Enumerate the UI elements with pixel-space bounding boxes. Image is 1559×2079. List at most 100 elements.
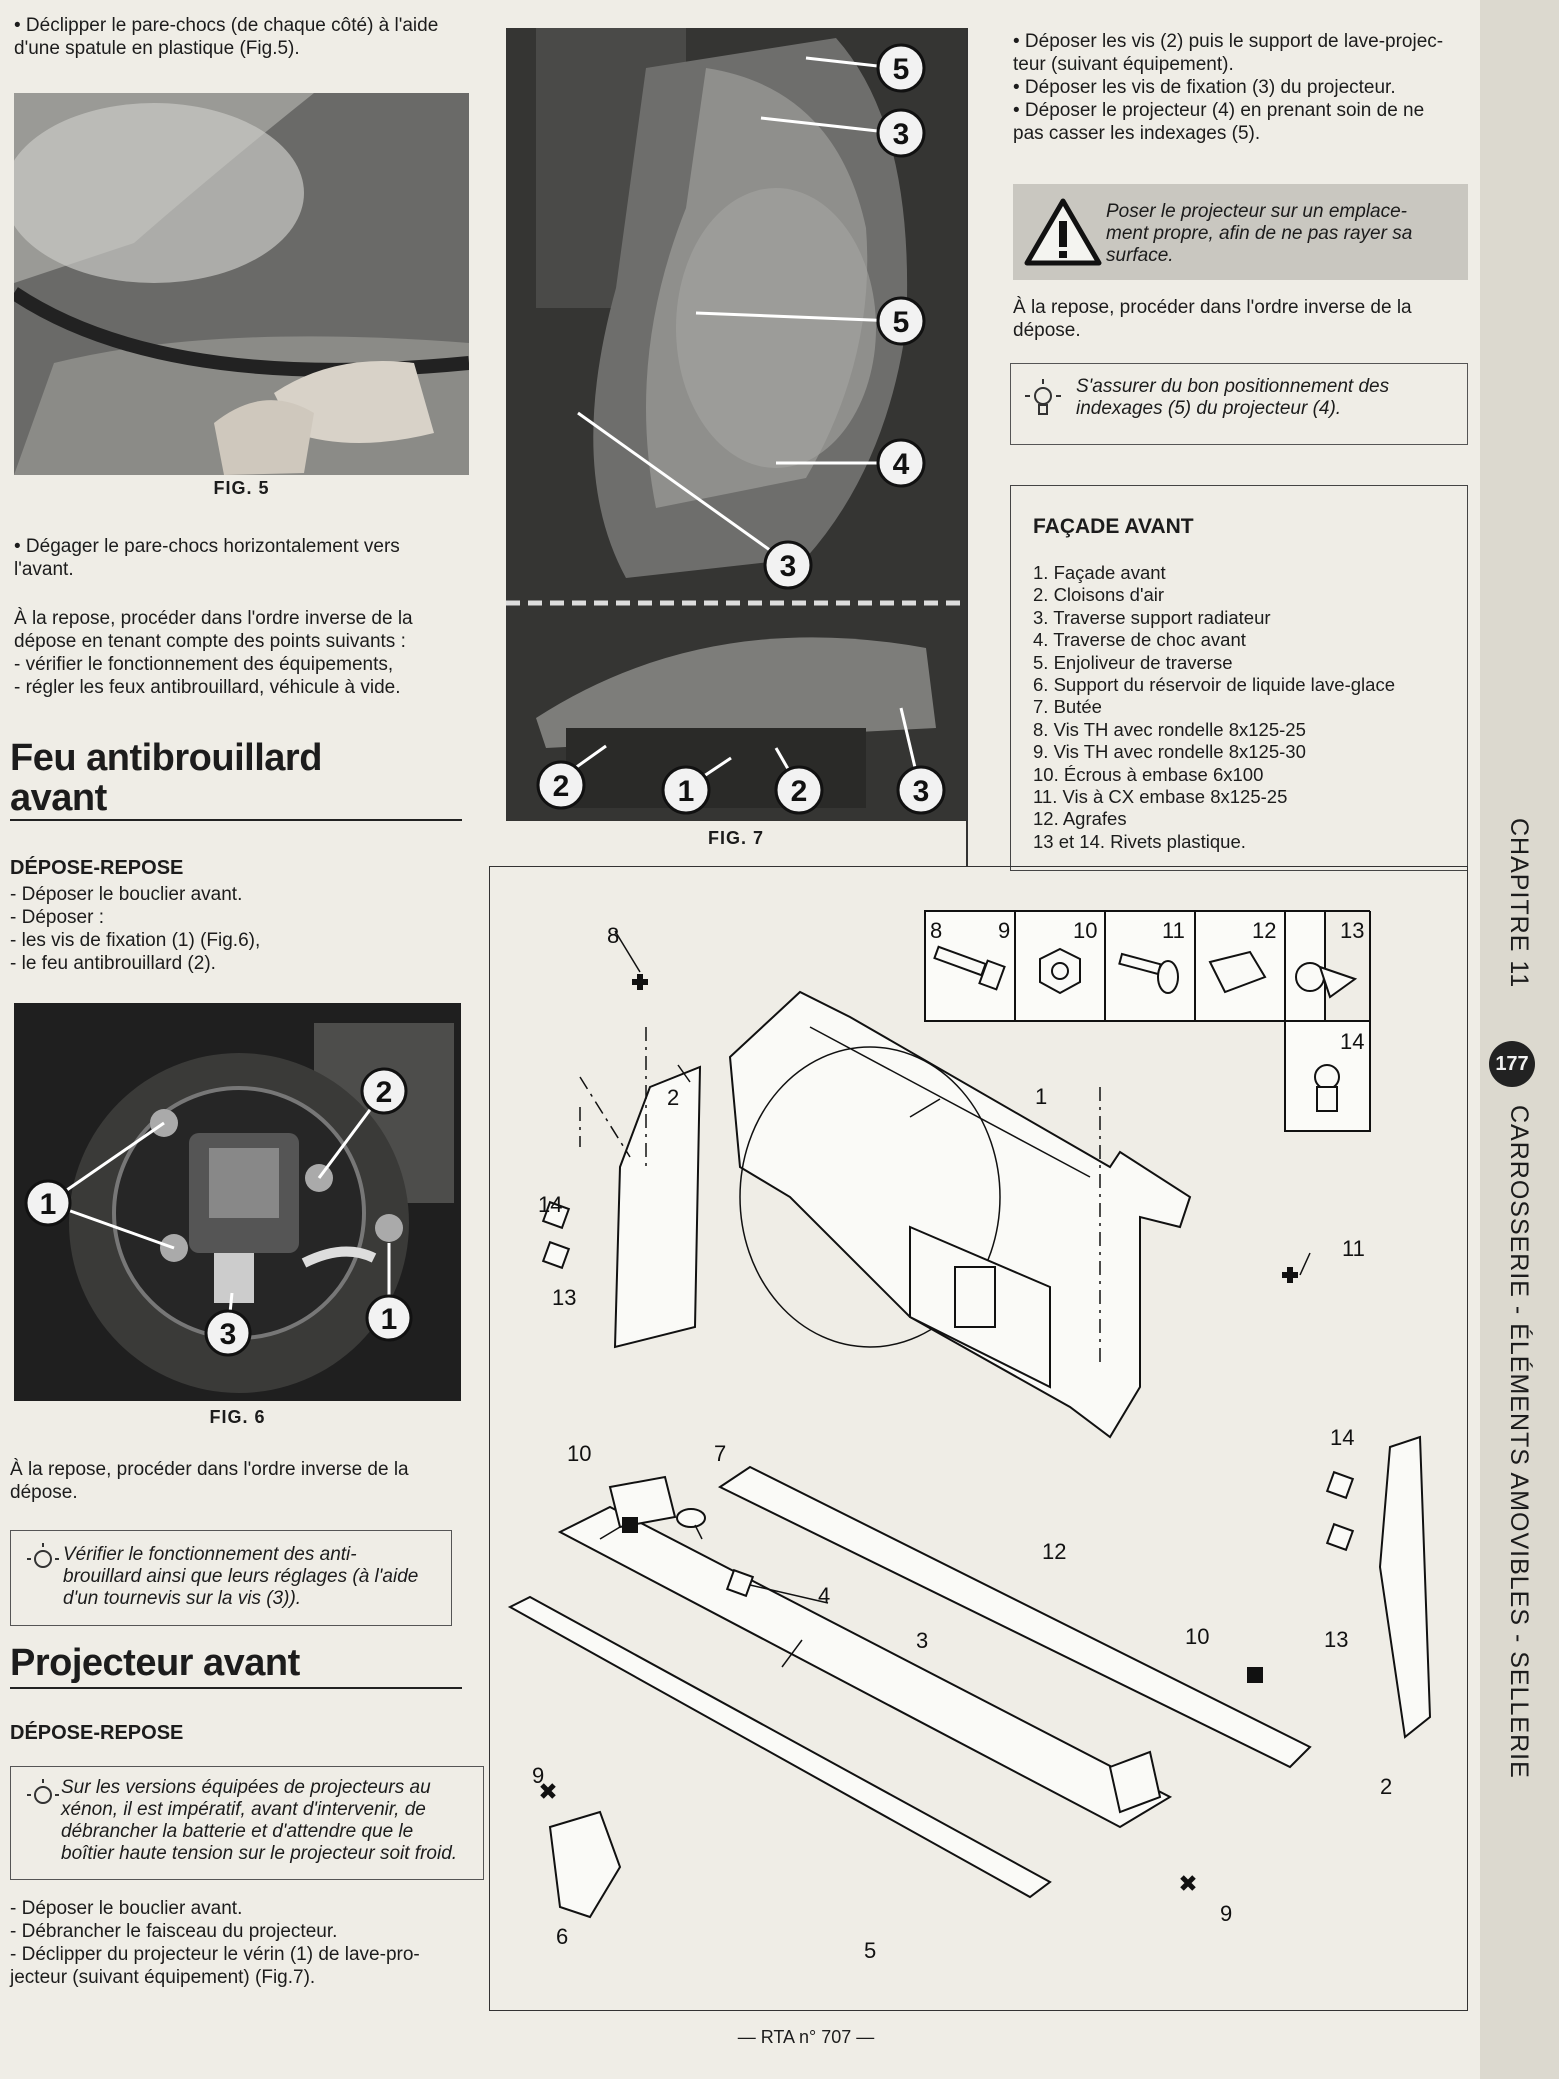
facade-items: 1. Façade avant 2. Cloisons d'air 3. Tra…: [1033, 562, 1463, 853]
warning-line: surface.: [1106, 245, 1174, 266]
screw-marker: [1282, 1267, 1298, 1283]
fig7-callout-text: 2: [553, 770, 570, 803]
right-repose: À la repose, procéder dans l'ordre inver…: [1013, 297, 1412, 341]
tip-line: indexages (5) du projecteur (4).: [1076, 398, 1342, 419]
rivet-icon: [1295, 962, 1358, 999]
fig6-callout-text: 2: [376, 1076, 393, 1109]
clip-icon: [1208, 950, 1267, 994]
part-label: 6: [556, 1924, 568, 1949]
fig7-callout-text: 3: [913, 775, 930, 808]
part-label: 5: [864, 1938, 876, 1963]
rivet-marker: [541, 1240, 571, 1270]
subheading-depose-repose-2: DÉPOSE-REPOSE: [10, 1722, 184, 1744]
heading-rule: [10, 1687, 462, 1689]
right-steps: • Déposer les vis (2) puis le support de…: [1013, 31, 1444, 144]
fig7-callout-text: 4: [893, 448, 910, 481]
lightbulb-icon: [27, 1779, 59, 1804]
chapter-label: CHAPITRE 11: [1505, 818, 1533, 989]
fig6-callout-1a: [24, 1179, 72, 1227]
cloison-air-left: [613, 1065, 702, 1349]
part-label: 14: [1330, 1425, 1354, 1450]
fastener-legend: 8 9 10 11 12 13 14: [924, 910, 1371, 1132]
repose-feu: À la repose, procéder dans l'ordre inver…: [10, 1459, 409, 1503]
intro-text: • Déclipper le pare-chocs (de chaque côt…: [14, 15, 439, 59]
part-label: 4: [818, 1583, 830, 1608]
fig5-photo: [14, 93, 469, 475]
fig7-frame-rule: [966, 28, 968, 866]
note-feu-line: Vérifier le fonctionnement des anti-: [63, 1544, 357, 1565]
part-label: 9: [532, 1763, 544, 1788]
traverse-support-radiateur: [717, 1465, 1312, 1769]
fig6-callout-3: [204, 1309, 252, 1357]
note-xenon-line: xénon, il est impératif, avant d'interve…: [61, 1799, 426, 1820]
nut-icon: [1039, 947, 1081, 995]
part-label: 7: [714, 1441, 726, 1466]
facade-item: 6. Support du réservoir de liquide lave-…: [1033, 674, 1395, 696]
fig7-callout-text: 3: [780, 550, 797, 583]
page-number: 177: [1495, 1053, 1529, 1075]
fig7-callout-text: 3: [893, 118, 910, 151]
rivet-icon: [1314, 1064, 1340, 1112]
cloison-air-right: [1378, 1435, 1432, 1739]
part-label: 3: [916, 1628, 928, 1653]
part-label: 11: [1342, 1236, 1365, 1261]
fig7-callout-3a: [876, 108, 926, 158]
legend-num: 8: [930, 918, 942, 943]
facade-item: 3. Traverse support radiateur: [1033, 606, 1271, 628]
note-feu-line: d'un tournevis sur la vis (3)).: [63, 1588, 302, 1609]
facade-item: 12. Agrafes: [1033, 808, 1127, 830]
facade-exploded-view: 8 9 10 11 12 13 14: [507, 910, 1432, 1963]
fig7-caption: FIG. 7: [707, 828, 764, 848]
facade-item: 2. Cloisons d'air: [1033, 584, 1165, 606]
fig6-callout-2: [360, 1067, 408, 1115]
note-xenon-line: Sur les versions équipées de projecteurs…: [61, 1777, 431, 1798]
facade-avant-part: [728, 990, 1192, 1439]
part-label: 13: [1324, 1627, 1348, 1652]
rivet-marker: [541, 1200, 571, 1230]
facade-legend-box: FAÇADE AVANT 1. Façade avant 2. Cloisons…: [1010, 485, 1468, 871]
fig6-callout-1b: [365, 1294, 413, 1342]
exploded-diagram: 8 9 10 11 12 13 14: [489, 866, 1468, 2011]
butee-marker: [676, 1508, 706, 1528]
facade-title: FAÇADE AVANT: [1033, 515, 1194, 538]
screw-marker: [632, 974, 648, 990]
fig7-callout-2a: [536, 760, 586, 810]
part-label: 2: [667, 1085, 679, 1110]
note-xenon-box: Sur les versions équipées de projecteurs…: [10, 1766, 484, 1880]
warning-line: ment propre, afin de ne pas rayer sa: [1106, 223, 1413, 244]
legend-num: 12: [1252, 918, 1276, 943]
fig6-illustration: 2 1 3 1: [14, 1003, 461, 1401]
fig7-illustration: 5 3 5 4 3 2 1 2 3: [506, 28, 966, 821]
fig6-photo: 2 1 3 1: [14, 1003, 461, 1401]
page-number-badge: 177: [1489, 1041, 1535, 1087]
facade-item: 11. Vis à CX embase 8x125-25: [1033, 786, 1288, 808]
fig7-callout-3b: [763, 540, 813, 590]
legend-num: 10: [1073, 918, 1097, 943]
fig7-callout-4: [876, 438, 926, 488]
part-label: 13: [552, 1285, 576, 1310]
legend-num: 11: [1162, 918, 1185, 943]
fig6-callout-text: 1: [381, 1303, 398, 1336]
note-xenon-line: boîtier haute tension sur le projecteur …: [61, 1843, 458, 1864]
fig6-caption: FIG. 6: [209, 1407, 266, 1427]
screw-marker: [1180, 1875, 1196, 1891]
fig7-callout-3c: [896, 765, 946, 815]
fig7-callout-5a: [876, 43, 926, 93]
facade-item: 1. Façade avant: [1033, 562, 1166, 583]
proj-steps: - Déposer le bouclier avant.- Débrancher…: [10, 1898, 420, 1988]
rivet-marker: [1325, 1522, 1355, 1552]
facade-item: 7. Butée: [1033, 696, 1102, 718]
tip-line: S'assurer du bon positionnement des: [1076, 376, 1390, 397]
fig7-callout-text: 5: [893, 306, 910, 339]
part-label: 2: [1380, 1774, 1392, 1799]
part-label: 12: [1042, 1539, 1066, 1564]
facade-item: 9. Vis TH avec rondelle 8x125-30: [1033, 741, 1306, 763]
fig7-callout-text: 5: [893, 53, 910, 86]
screw-flange-icon: [1118, 952, 1179, 994]
rivet-marker: [1325, 1470, 1355, 1500]
legend-num: 9: [998, 918, 1010, 943]
facade-item: 10. Écrous à embase 6x100: [1033, 763, 1264, 785]
lightbulb-icon: [27, 1543, 59, 1568]
part-label: 9: [1220, 1901, 1232, 1926]
